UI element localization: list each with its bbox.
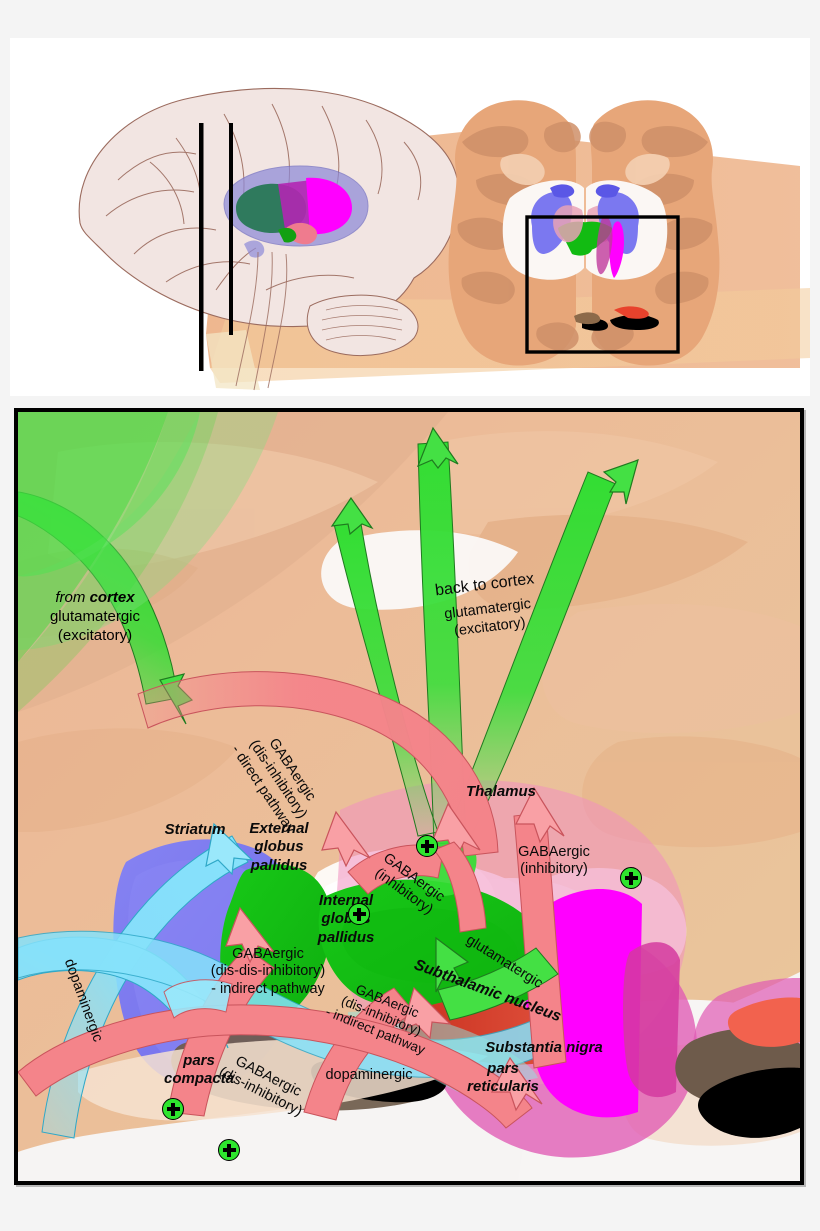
top-panel-illustration [78, 87, 810, 391]
plus-badge-cortico-striatal [162, 1098, 184, 1120]
top-panel-overview [10, 38, 810, 396]
plus-badge-cortex-top-2 [620, 867, 642, 889]
plus-badge-dopamine-striatum [218, 1139, 240, 1161]
bottom-panel-circuit-diagram: Striatum External globus pallidus Intern… [14, 408, 804, 1185]
arrow-dopaminergic-up [41, 822, 254, 1139]
section-plane-line-1 [199, 123, 204, 371]
sagittal-brain [78, 87, 460, 391]
region-of-interest-box [525, 215, 680, 354]
arrow-stn-to-gpi [435, 936, 559, 1021]
plus-badge-cortex-top-1 [416, 835, 438, 857]
section-plane-line-2 [229, 123, 233, 335]
plus-badge-cortex-top-3 [348, 903, 370, 925]
arrows-gabaergic [18, 671, 567, 1129]
arrowheads-to-cortex [330, 426, 639, 536]
coronal-section [448, 100, 720, 366]
circuit-illustration [18, 412, 800, 1181]
